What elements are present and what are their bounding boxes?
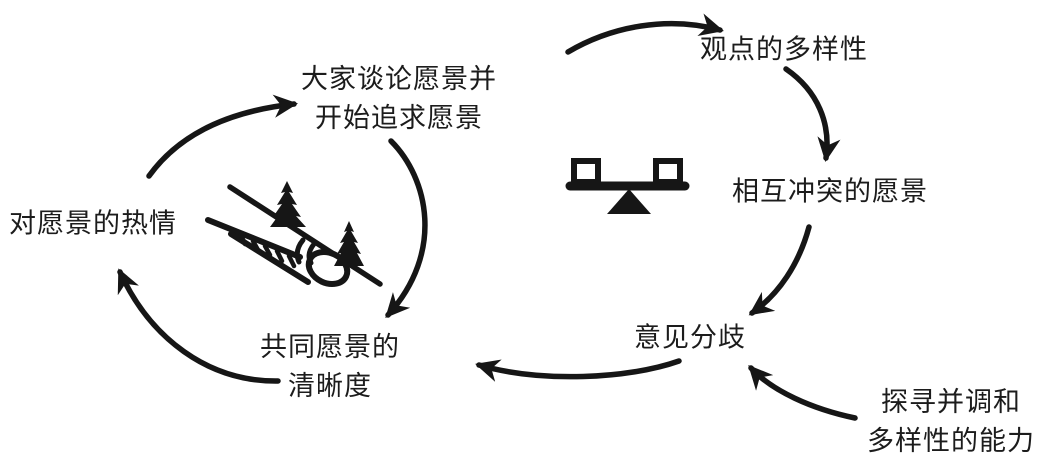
arrow-inquiry-to-disagreement — [748, 365, 858, 421]
seesaw-balance-icon — [565, 158, 690, 214]
node-label-line: 探寻并调和 — [881, 387, 1021, 418]
node-people-talk-and-pursue-vision: 大家谈论愿景并 开始追求愿景 — [301, 60, 497, 138]
node-conflicting-visions: 相互冲突的愿景 — [732, 176, 928, 208]
node-label-line: 开始追求愿景 — [315, 103, 483, 134]
snowball-rolling-downhill-icon — [205, 181, 383, 288]
arrow-passion-to-talk — [146, 94, 299, 179]
node-label-line: 共同愿景的 — [260, 332, 400, 363]
node-label-line: 多样性的能力 — [867, 426, 1035, 457]
arrow-talk-to-diversity — [565, 13, 724, 55]
pine-tree-small — [334, 221, 364, 266]
arrow-clarity-to-passion — [117, 268, 281, 384]
arrow-talk-to-clarity — [385, 138, 428, 319]
node-diversity-of-views: 观点的多样性 — [700, 34, 868, 66]
node-label-line: 清晰度 — [288, 371, 372, 402]
arrow-diversity-to-conflict — [783, 66, 841, 163]
arrow-disagreement-to-clarity — [475, 358, 682, 382]
node-disagreement: 意见分歧 — [634, 322, 746, 354]
pine-tree-large — [270, 181, 306, 227]
node-inquiry-skills-to-harmonize-diversity: 探寻并调和 多样性的能力 — [867, 383, 1035, 461]
node-passion-for-vision: 对愿景的热情 — [9, 208, 177, 240]
arrow-conflict-to-disagreement — [748, 224, 812, 316]
node-clarity-of-shared-vision: 共同愿景的 清晰度 — [260, 328, 400, 406]
node-label-line: 大家谈论愿景并 — [301, 64, 497, 95]
